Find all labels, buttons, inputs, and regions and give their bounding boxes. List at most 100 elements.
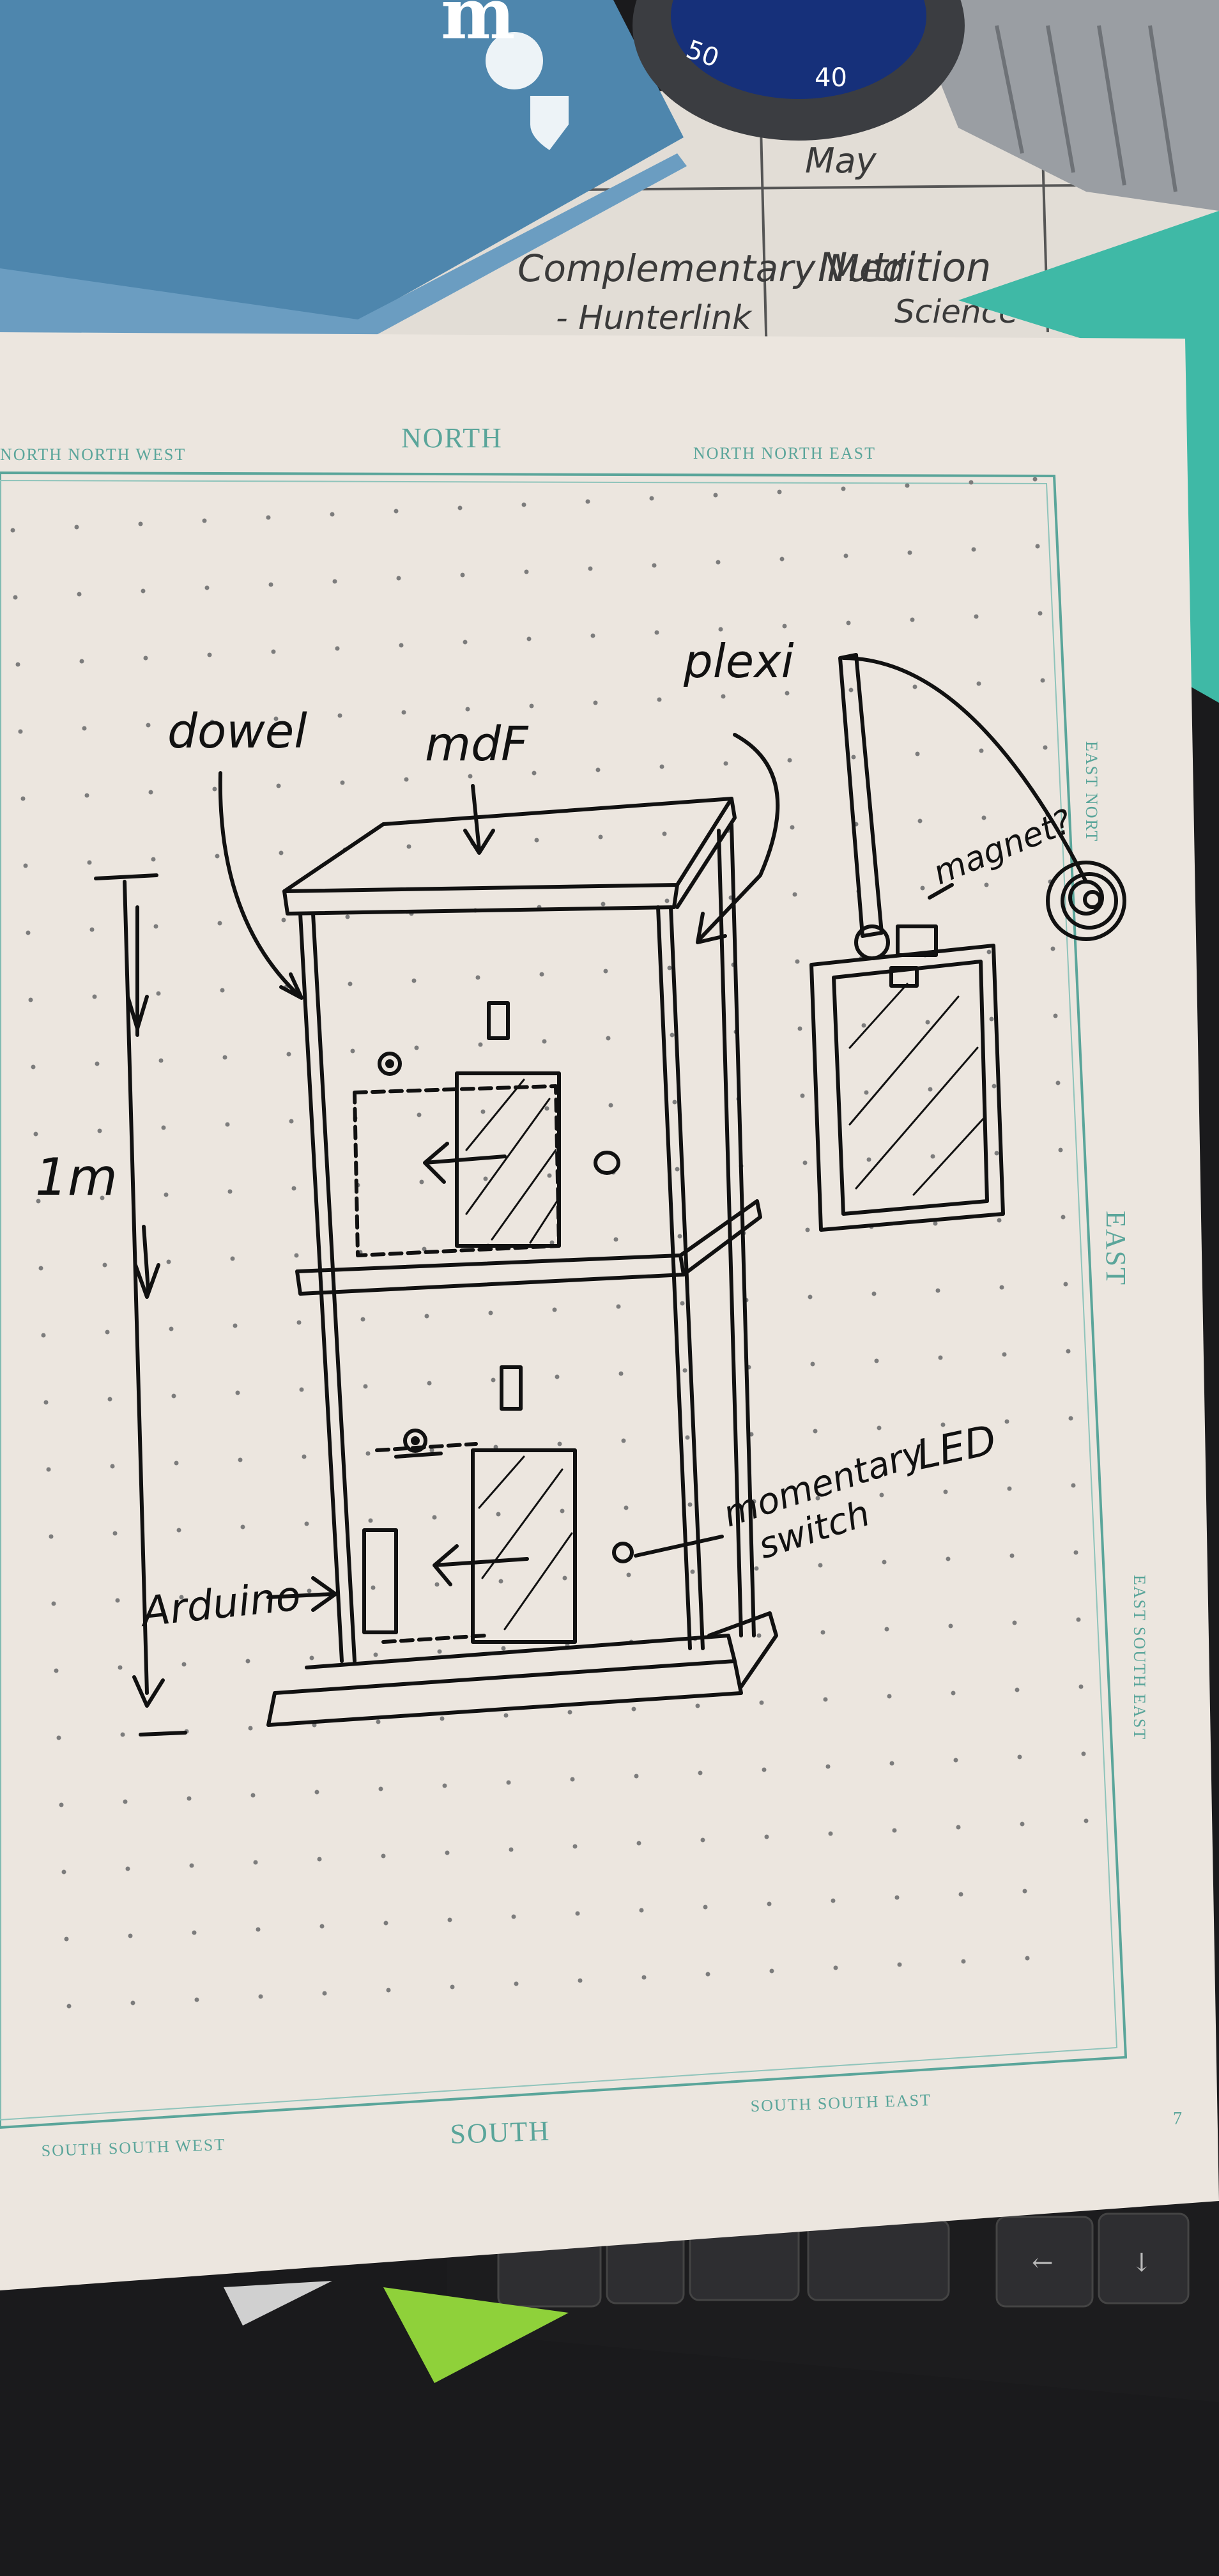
grid-dot [713, 493, 718, 498]
grid-dot [851, 755, 856, 760]
grid-dot [882, 1560, 887, 1565]
grid-dot [368, 1518, 373, 1523]
grid-dot [562, 1575, 567, 1581]
compass-north-north-west: NORTH NORTH WEST [0, 445, 186, 464]
grid-dot [797, 1026, 802, 1031]
grid-dot [319, 1924, 325, 1929]
grid-dot [549, 1240, 555, 1245]
grid-dot [215, 854, 220, 859]
grid-dot [386, 1988, 391, 1993]
grid-dot [721, 694, 726, 699]
grid-dot [230, 1256, 235, 1261]
grid-dot [1063, 1282, 1068, 1287]
grid-dot [1017, 1754, 1022, 1759]
grid-dot [685, 1435, 690, 1440]
grid-dot [217, 921, 222, 926]
grid-dot [831, 1898, 836, 1903]
grid-dot [905, 483, 910, 488]
note-heading-hunterlink: - Hunterlink [556, 299, 753, 337]
grid-dot [92, 994, 97, 999]
grid-dot [483, 1176, 488, 1181]
svg-text:←: ← [1032, 2248, 1054, 2278]
grid-dot [825, 1764, 831, 1769]
grid-dot [675, 1167, 680, 1172]
grid-dot [751, 1499, 756, 1504]
grid-dot [475, 975, 480, 980]
grid-dot [590, 633, 595, 638]
grid-dot [432, 1515, 437, 1520]
grid-dot [792, 892, 797, 897]
grid-dot [887, 1694, 892, 1699]
grid-dot [879, 1492, 884, 1498]
watch-bezel-40: 40 [815, 63, 847, 93]
grid-dot [210, 719, 215, 724]
grid-dot [575, 1911, 580, 1916]
grid-dot [818, 1563, 823, 1568]
grid-dot [779, 556, 785, 562]
grid-dot [10, 528, 15, 533]
grid-dot [992, 1084, 997, 1089]
grid-dot [227, 1189, 233, 1194]
grid-dot [925, 1020, 930, 1025]
grid-dot [460, 572, 465, 578]
grid-dot [833, 1965, 838, 1970]
grid-dot [595, 767, 601, 772]
grid-dot [222, 1055, 227, 1060]
svg-text:↓: ↓ [1131, 2248, 1153, 2278]
grid-dot [703, 1905, 708, 1910]
grid-dot [1025, 1956, 1030, 1961]
grid-dot [943, 1489, 948, 1494]
grid-dot [823, 1697, 828, 1702]
grid-dot [212, 786, 217, 792]
grid-dot [220, 988, 225, 993]
grid-dot [501, 1646, 506, 1651]
grid-dot [1078, 1684, 1084, 1689]
grid-dot [524, 569, 529, 574]
grid-dot [1084, 1818, 1089, 1823]
grid-dot [657, 697, 662, 702]
grid-dot [36, 1199, 41, 1204]
grid-dot [437, 1649, 442, 1654]
grid-dot [233, 1323, 238, 1328]
grid-dot [194, 1997, 199, 2002]
grid-dot [672, 1100, 677, 1105]
grid-dot [802, 1160, 808, 1165]
grid-dot [43, 1400, 49, 1405]
compass-north: NORTH [401, 422, 503, 454]
grid-dot [539, 972, 544, 977]
grid-dot [406, 844, 411, 849]
grid-dot [866, 1157, 871, 1162]
grid-dot [874, 1358, 879, 1363]
grid-dot [125, 1866, 130, 1871]
grid-dot [1002, 1352, 1007, 1357]
grid-dot [84, 793, 89, 798]
grid-dot [225, 1122, 230, 1127]
grid-dot [606, 1036, 611, 1041]
grid-dot [291, 1186, 296, 1191]
grid-dot [322, 1991, 327, 1996]
page-number: 7 [1173, 2109, 1183, 2129]
grid-dot [20, 796, 26, 801]
grid-dot [616, 1304, 621, 1309]
grid-dot [33, 1131, 38, 1137]
grid-dot [64, 1936, 69, 1942]
grid-dot [440, 1716, 445, 1721]
grid-dot [503, 1713, 509, 1718]
grid-dot [18, 729, 23, 734]
grid-dot [813, 1429, 818, 1434]
grid-dot [846, 620, 851, 625]
grid-dot [976, 681, 981, 686]
grid-dot [1007, 1486, 1012, 1491]
grid-dot [958, 1892, 963, 1897]
grid-dot [419, 1179, 424, 1184]
grid-dot [110, 1464, 115, 1469]
grid-dot [350, 1048, 355, 1054]
grid-dot [100, 1195, 105, 1200]
grid-dot [26, 930, 31, 935]
grid-dot [1055, 1080, 1061, 1085]
grid-dot [28, 997, 33, 1002]
grid-dot [547, 1173, 552, 1178]
grid-dot [618, 1371, 624, 1376]
grid-dot [294, 1253, 299, 1258]
